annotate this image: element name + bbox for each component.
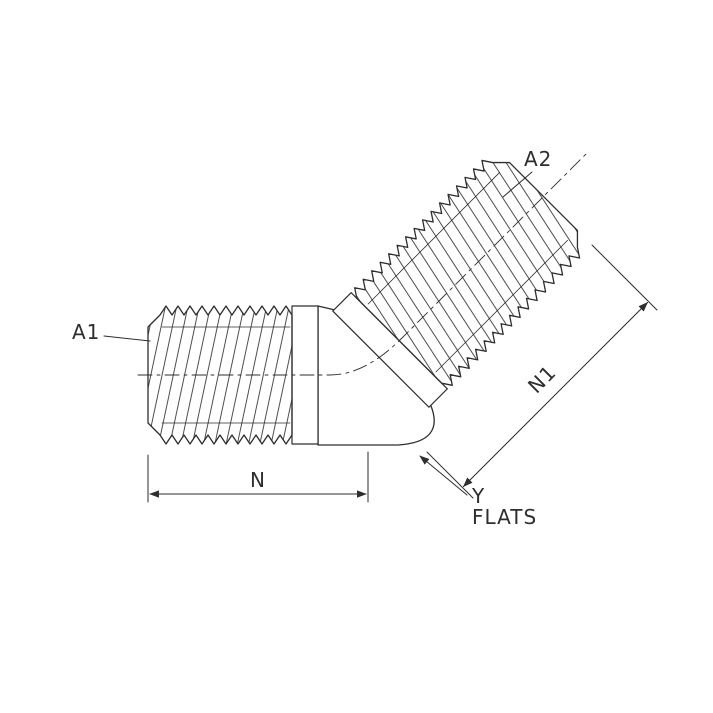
- leader-a2: [502, 171, 533, 198]
- label-n1: N1: [523, 360, 561, 398]
- dim-n1-extension-tip: [591, 244, 658, 311]
- label-a2: A2: [524, 147, 552, 171]
- angled-port: [332, 159, 581, 408]
- drawing-linework: [103, 150, 658, 503]
- elbow-body-outline: [317, 305, 435, 446]
- leader-a1: [103, 335, 151, 342]
- label-y: Y: [471, 484, 485, 508]
- dim-n1-line: [462, 301, 649, 488]
- centerline: [137, 150, 590, 376]
- dim-n1-extension-flat: [426, 451, 474, 499]
- label-a1: A1: [72, 320, 100, 344]
- label-flats: FLATS: [472, 505, 537, 529]
- left-port-root-lines: [161, 326, 291, 424]
- dimension-n: [147, 451, 369, 503]
- label-n: N: [250, 468, 266, 492]
- leader-y-flats: [419, 455, 468, 496]
- dimension-n1: [426, 244, 658, 499]
